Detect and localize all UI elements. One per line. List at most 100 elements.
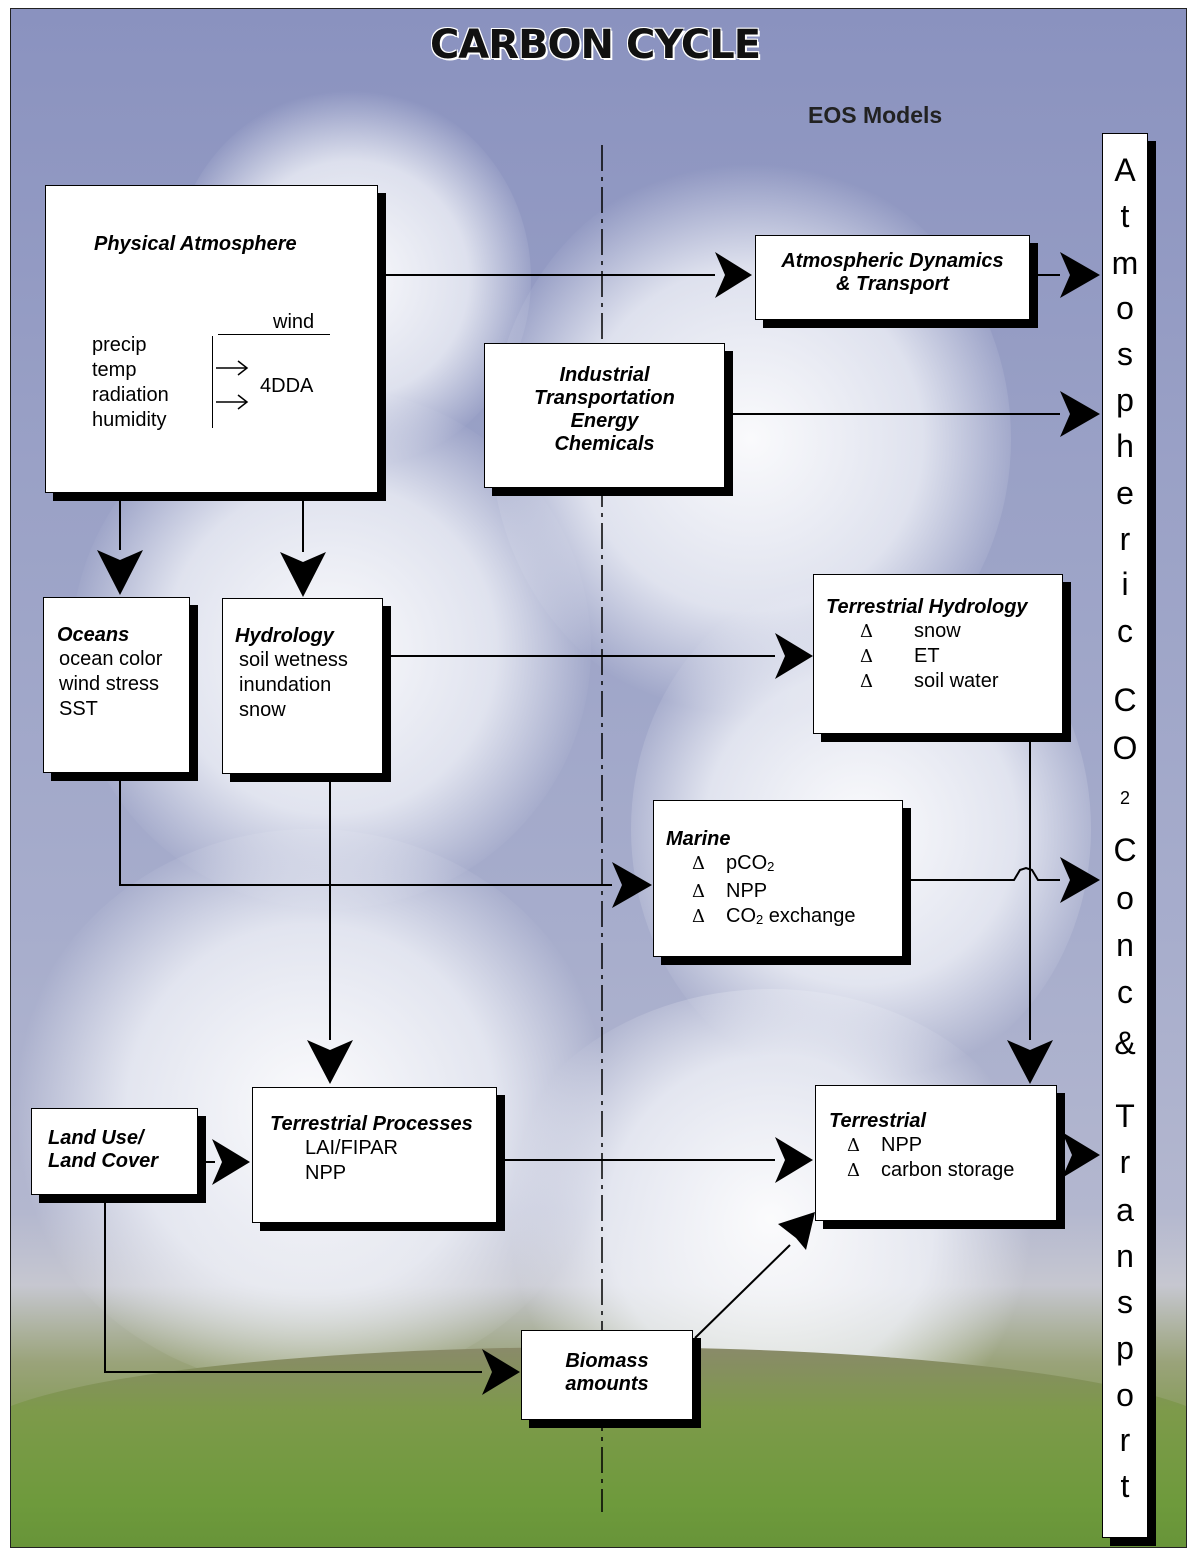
vertical-letter: e <box>1116 475 1134 511</box>
arrowhead <box>212 1139 250 1185</box>
terrestrial-title: Terrestrial <box>829 1110 927 1132</box>
biomass-box: Biomass amounts <box>521 1330 693 1420</box>
biomass-title: Biomass <box>565 1350 649 1372</box>
land-use-title: Land Use/ <box>48 1127 144 1149</box>
vertical-letter: o <box>1116 1377 1134 1413</box>
delta-symbol: Δ <box>860 671 873 692</box>
delta-symbol: Δ <box>860 621 873 642</box>
ocean-item: wind stress <box>59 673 160 695</box>
arrowhead <box>1060 252 1100 298</box>
vertical-letter: p <box>1116 1330 1134 1366</box>
vertical-letter: 2 <box>1119 788 1130 808</box>
delta-symbol: Δ <box>692 906 705 927</box>
arrowhead <box>307 1040 353 1084</box>
arrowhead <box>97 550 143 595</box>
vertical-letter: i <box>1121 566 1129 602</box>
vertical-letter: r <box>1119 1422 1131 1458</box>
arrowhead <box>1060 391 1100 437</box>
vertical-letter: o <box>1116 290 1134 326</box>
vertical-letter: t <box>1120 1468 1130 1504</box>
terrestrial-hydrology-title: Terrestrial Hydrology <box>826 596 1028 618</box>
input-item: humidity <box>92 409 167 431</box>
arrowhead <box>482 1349 520 1395</box>
vertical-letter: s <box>1117 1284 1133 1320</box>
terrestrial-processes-title: Terrestrial Processes <box>270 1113 473 1135</box>
connector-landuse-biomass <box>104 1195 482 1373</box>
connector-oceans-marine <box>119 775 612 886</box>
vertical-letter: C <box>1113 832 1137 868</box>
vertical-letter: O <box>1112 730 1138 766</box>
physical-atmosphere-box: Physical Atmosphere precip temp radiatio… <box>45 185 378 493</box>
vertical-letter: c <box>1117 974 1133 1010</box>
arrowhead <box>1007 1040 1053 1084</box>
vertical-letter: A <box>1114 152 1136 188</box>
vertical-letter: h <box>1116 428 1134 464</box>
land-use-box: Land Use/ Land Cover <box>31 1108 198 1195</box>
oceans-title: Oceans <box>57 624 130 646</box>
arrowhead <box>775 1137 813 1183</box>
atmospheric-dynamics-title: Atmospheric Dynamics <box>781 250 1004 272</box>
vertical-letter: o <box>1116 880 1134 916</box>
arrowhead <box>778 1212 815 1250</box>
arrowhead <box>612 862 652 908</box>
biomass-subtitle: amounts <box>565 1373 649 1395</box>
wind-underline <box>218 334 330 335</box>
oceans-box: Oceans ocean color wind stress SST <box>43 597 190 773</box>
energy-label: Energy <box>570 410 639 432</box>
input-item: radiation <box>92 384 169 406</box>
atmosphere-input-list: precip temp radiation humidity <box>92 333 169 433</box>
industrial-box: Industrial Transportation Energy Chemica… <box>484 343 725 488</box>
delta-symbol: Δ <box>860 646 873 667</box>
connector-marine-co2 <box>903 866 1060 881</box>
atmospheric-dynamics-subtitle: & Transport <box>836 273 949 295</box>
vertical-letter: s <box>1117 336 1133 372</box>
vertical-letter: n <box>1116 927 1134 963</box>
hydrology-item: soil wetness <box>239 649 348 671</box>
arrowhead <box>775 633 813 679</box>
hydrology-box: Hydrology soil wetness inundation snow <box>222 598 383 774</box>
delta-symbol: Δ <box>692 881 705 902</box>
atmospheric-dynamics-box: Atmospheric Dynamics & Transport <box>755 235 1030 320</box>
vertical-letter: n <box>1116 1238 1134 1274</box>
input-item: temp <box>92 359 137 381</box>
terrestrial-processes-item: NPP <box>305 1162 347 1184</box>
delta-symbol: Δ <box>692 853 705 874</box>
transportation-label: Transportation <box>534 387 675 409</box>
input-bracket-line <box>212 336 213 428</box>
connector-biomass-terrestrial <box>694 1244 791 1339</box>
input-item: precip <box>92 334 147 356</box>
eos-models-label: EOS Models <box>808 102 943 128</box>
arrowhead <box>280 552 326 597</box>
ocean-item: ocean color <box>59 648 163 670</box>
page-title: CARBON CYCLE <box>429 22 761 68</box>
arrowhead <box>1060 857 1100 903</box>
vertical-letter: p <box>1116 382 1134 418</box>
chemicals-label: Chemicals <box>554 433 655 455</box>
terrestrial-processes-item: LAI/FIPAR <box>305 1137 398 1159</box>
physical-atmosphere-title: Physical Atmosphere <box>94 233 297 255</box>
arrowhead <box>715 252 752 298</box>
delta-symbol: Δ <box>847 1160 860 1181</box>
vertical-letter: c <box>1117 613 1133 649</box>
vertical-letter: C <box>1113 682 1137 718</box>
land-cover-title: Land Cover <box>48 1150 159 1172</box>
hydrology-title: Hydrology <box>235 625 334 647</box>
wind-label: wind <box>273 311 315 333</box>
vertical-letter: a <box>1116 1192 1134 1228</box>
vertical-letter: r <box>1119 521 1131 557</box>
input-arrows <box>216 360 249 410</box>
delta-symbol: Δ <box>847 1135 860 1156</box>
vertical-letter: t <box>1120 198 1130 234</box>
